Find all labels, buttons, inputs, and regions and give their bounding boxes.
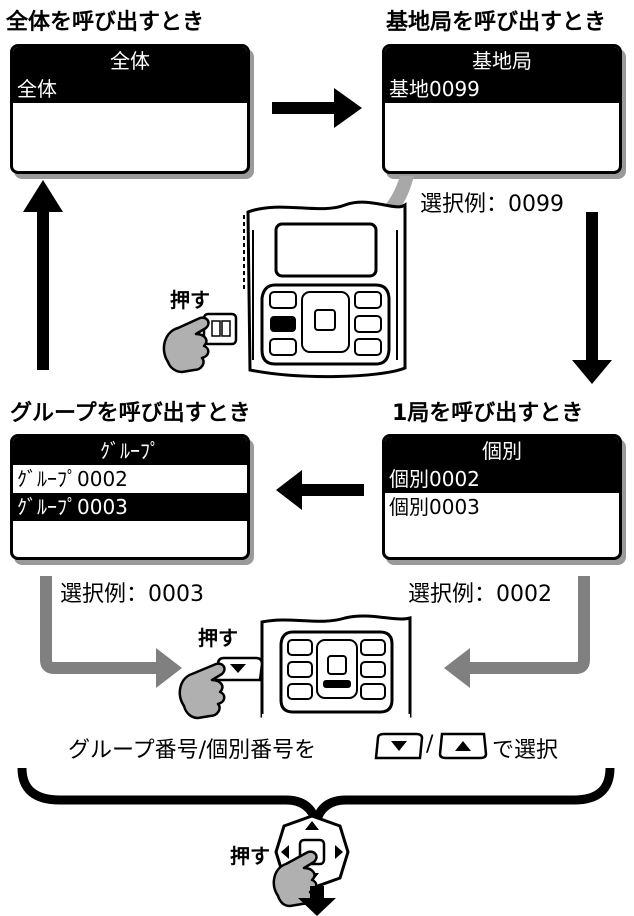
down-arrow-key-icon xyxy=(212,656,264,682)
press-label-2: 押す xyxy=(198,626,238,650)
screen-all: 全体 全体 xyxy=(10,44,250,174)
screen-base-title: 基地局 xyxy=(385,47,619,75)
heading-base-call: 基地局を呼び出すとき xyxy=(386,10,607,35)
screen-base-row-1: 基地0099 xyxy=(385,75,619,103)
callout-pointer-icon xyxy=(336,176,414,240)
screen-group-title: ｸﾞﾙｰﾌﾟ xyxy=(13,437,247,465)
radio-device-icon xyxy=(243,200,407,379)
arrow-right-icon xyxy=(272,88,362,128)
caption-single-example: 選択例：0002 xyxy=(408,582,552,607)
heading-single-call: 1局を呼び出すとき xyxy=(392,401,584,426)
press-label-3: 押す xyxy=(230,844,270,868)
radio-keypad-icon xyxy=(260,614,412,718)
caption-select-sep: / xyxy=(426,732,434,757)
arrow-down-final-icon xyxy=(298,886,336,916)
pointing-hand-icon-3 xyxy=(272,850,318,908)
screen-single: 個別 個別0002 個別0003 xyxy=(382,434,622,560)
gray-arrow-right-path-icon xyxy=(444,576,590,688)
screen-single-row-1: 個別0002 xyxy=(385,465,619,493)
pointing-hand-icon xyxy=(162,312,238,374)
screen-all-title: 全体 xyxy=(13,47,247,75)
pointing-hand-icon-2 xyxy=(178,662,226,720)
brace-icon xyxy=(17,767,615,827)
heading-all-call: 全体を呼び出すとき xyxy=(6,10,205,35)
caption-select-part1: グループ番号/個別番号を xyxy=(68,738,317,763)
caption-select-part2: で選択 xyxy=(492,738,559,763)
gray-arrow-left-path-icon xyxy=(40,576,182,688)
arrow-down-icon xyxy=(572,212,612,384)
screen-single-title: 個別 xyxy=(385,437,619,465)
arrow-up-icon xyxy=(23,180,63,370)
screen-group-row-1: ｸﾞﾙｰﾌﾟ0002 xyxy=(17,467,128,491)
press-label-1: 押す xyxy=(170,288,210,312)
caption-base-example: 選択例：0099 xyxy=(420,192,564,217)
screen-base: 基地局 基地0099 xyxy=(382,44,622,174)
caption-group-example: 選択例：0003 xyxy=(60,582,204,607)
screen-single-row-2: 個別0003 xyxy=(389,495,480,519)
screen-group: ｸﾞﾙｰﾌﾟ ｸﾞﾙｰﾌﾟ0002 ｸﾞﾙｰﾌﾟ0003 xyxy=(10,434,250,560)
up-key-inline-icon xyxy=(438,732,488,760)
arrow-left-icon xyxy=(276,470,364,510)
heading-group-call: グループを呼び出すとき xyxy=(10,401,251,426)
down-key-inline-icon xyxy=(374,732,424,760)
screen-group-row-2: ｸﾞﾙｰﾌﾟ0003 xyxy=(13,493,247,521)
screen-all-row-1: 全体 xyxy=(13,75,247,103)
